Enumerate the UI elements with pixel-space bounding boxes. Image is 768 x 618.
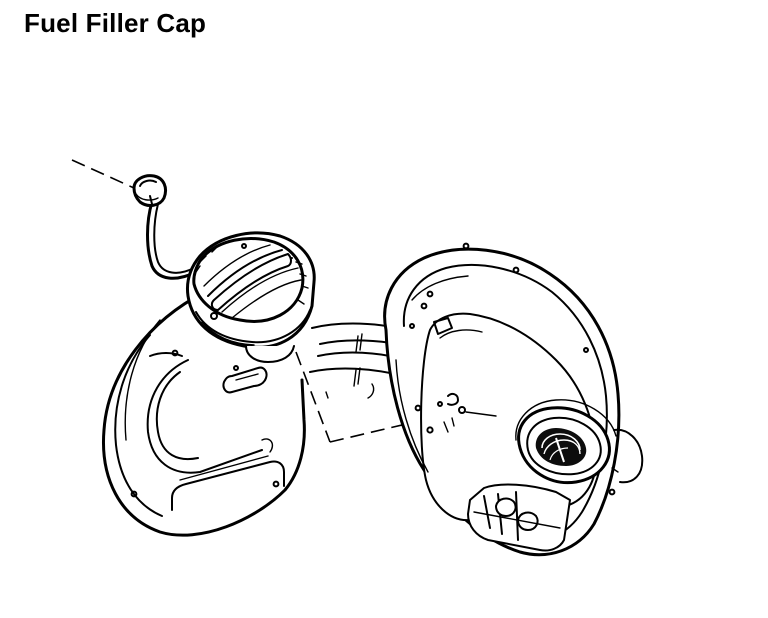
fuel-cap [188,233,315,362]
leader-line [72,160,134,188]
fuel-door-housing [385,244,643,555]
diagram-title: Fuel Filler Cap [24,8,207,38]
tether-strap [134,176,196,279]
